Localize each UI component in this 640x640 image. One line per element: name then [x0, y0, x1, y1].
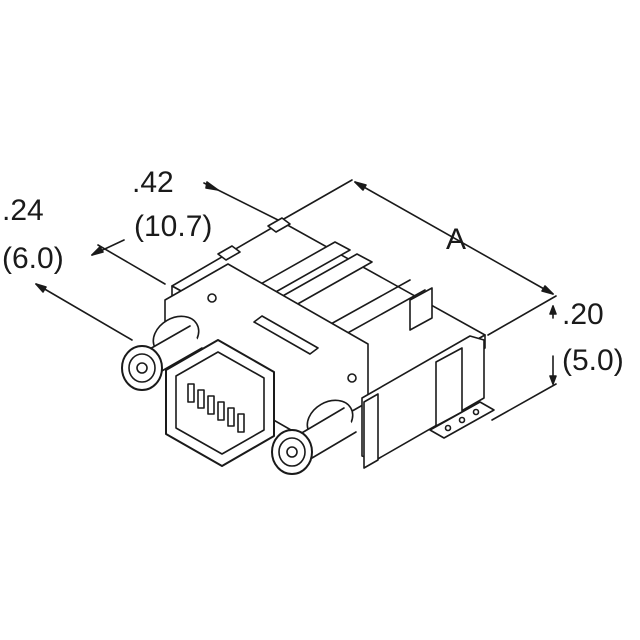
dim-024-arrow-a	[91, 246, 104, 256]
dim-024-arrow-b	[35, 283, 47, 293]
screw-right-barrel-bottom	[311, 431, 357, 459]
dim-a-extension-left	[281, 179, 353, 221]
foot-hole-3	[472, 408, 480, 416]
screw-right-hole	[286, 446, 298, 458]
dim-width-mm-label: (10.7)	[134, 210, 213, 243]
dim-a-arrow-end	[541, 285, 554, 295]
pin-5	[227, 407, 235, 427]
dim-042-arrow	[205, 181, 219, 191]
flange-slot	[253, 315, 319, 355]
screw-left-barrel-top	[147, 325, 191, 351]
pin-1	[187, 383, 195, 403]
jack-screw-left	[121, 315, 203, 391]
dim-a-line	[354, 181, 554, 295]
connector-body	[121, 217, 495, 475]
band-line-2	[334, 289, 426, 341]
screw-right-barrel-fill	[300, 408, 356, 458]
dim-a-extension-right	[487, 295, 557, 336]
dim-a-label: A	[446, 223, 467, 256]
foot-hole-2	[458, 416, 466, 424]
bracket-edge-left	[363, 393, 379, 469]
dim-020-arrow-bottom	[549, 375, 557, 385]
flange-hole-left	[207, 293, 217, 303]
latch-tab-mid	[217, 245, 241, 261]
dsub-pins	[187, 383, 245, 433]
screw-right-barrel-top	[299, 407, 345, 435]
dim-flange-inch-label: .20	[562, 298, 604, 331]
side-block	[409, 287, 433, 331]
pin-3	[207, 395, 215, 415]
dim-flange-mm-label: (5.0)	[562, 344, 624, 377]
jack-screw-right	[271, 399, 357, 475]
screw-right-ring	[278, 437, 306, 467]
dim-depth-mm-label: (6.0)	[2, 242, 64, 275]
dim-020-arrow-top	[549, 305, 557, 315]
latch-tab-rear	[267, 217, 291, 233]
dim-024-ext-a	[97, 244, 166, 285]
dim-024-ext-b	[35, 283, 133, 341]
pin-4	[217, 401, 225, 421]
dim-020-extension	[491, 383, 557, 421]
dim-depth-inch-label: .24	[2, 194, 44, 227]
pin-6	[237, 413, 245, 433]
screw-left-hole	[136, 362, 148, 374]
flange-hole-right	[347, 373, 357, 383]
pin-2	[197, 389, 205, 409]
dim-width-inch-label: .42	[132, 166, 174, 199]
band-line-1	[319, 279, 411, 331]
foot-hole-1	[444, 424, 452, 432]
dim-a-arrow-start	[354, 181, 367, 191]
screw-left-barrel-bottom	[159, 347, 203, 373]
dimension-lines	[35, 179, 557, 421]
screw-left-ring	[128, 353, 156, 383]
